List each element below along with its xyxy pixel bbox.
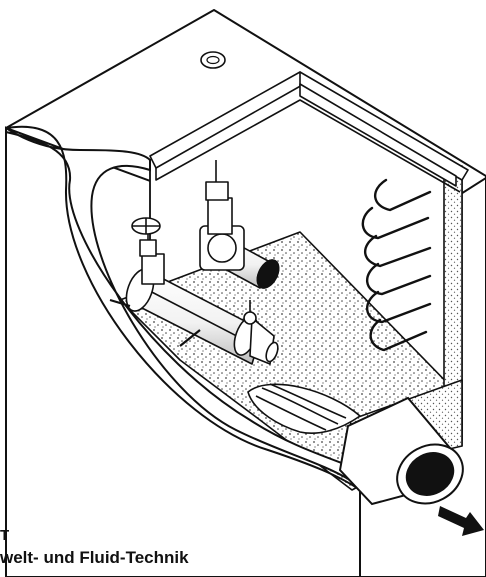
front-pipe-assembly	[109, 217, 279, 365]
ladder-rung	[366, 290, 432, 324]
ladder-rung	[374, 178, 432, 212]
flow-direction-arrow-icon	[438, 506, 484, 536]
ladder-rungs	[361, 178, 432, 352]
rear-pipe-assembly	[199, 160, 280, 289]
rear-gate-valve-body	[207, 197, 233, 235]
outlet-pipe-opening	[405, 452, 455, 496]
manhole-cover-icon	[200, 51, 226, 69]
front-fitting-cap	[243, 311, 257, 325]
ladder-rung	[364, 234, 432, 268]
caption-line-1: T	[0, 527, 10, 544]
outlet-cone-tip	[265, 341, 279, 363]
ceiling-beam-inner	[155, 99, 461, 193]
rear-valve-yoke	[205, 181, 229, 201]
shell-section	[5, 126, 361, 491]
ceiling-lip	[299, 83, 457, 187]
outlet-pipe	[338, 396, 464, 506]
floor-channel	[247, 383, 362, 435]
ladder-rung	[366, 262, 432, 296]
ceiling-frame	[149, 71, 469, 193]
front-gate-valve-body	[141, 253, 165, 285]
ladder-rung	[361, 206, 430, 240]
rear-pipe-opening-rim	[256, 259, 280, 289]
caption-line-2: welt- und Fluid-Technik	[0, 548, 189, 567]
front-valve-yoke	[139, 239, 157, 257]
ceiling-beam-right	[299, 71, 469, 181]
ladder-rung	[369, 318, 428, 352]
shell-outer-curve	[5, 125, 361, 491]
